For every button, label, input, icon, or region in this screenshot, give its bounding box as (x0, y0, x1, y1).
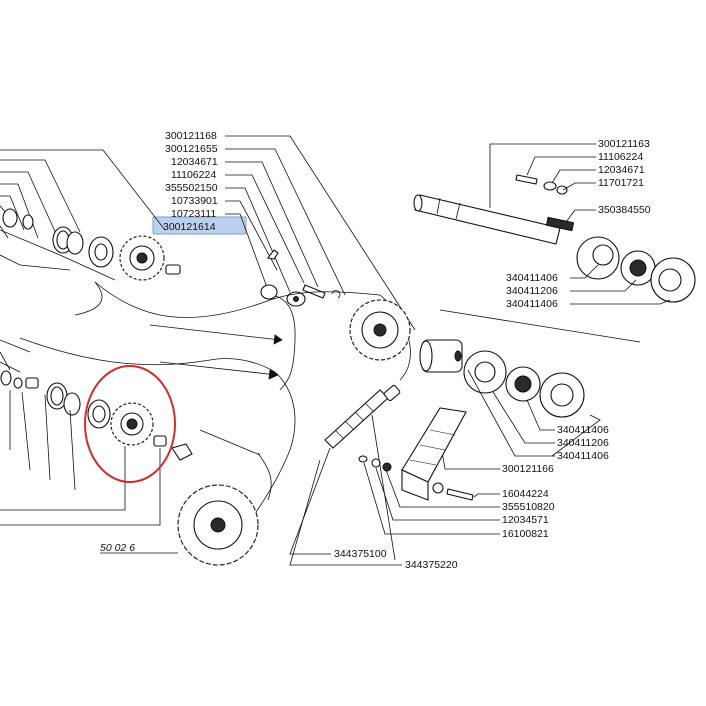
part-label[interactable]: 340411406 (506, 272, 558, 284)
hub-icon (419, 339, 463, 373)
part-label[interactable]: 340411206 (506, 285, 558, 297)
red-circle-annotation (84, 365, 176, 483)
part-label[interactable]: 350384550 (598, 204, 651, 216)
drive-sprocket-icon (349, 299, 411, 361)
bolt-icon (515, 174, 538, 185)
part-label[interactable]: 300121163 (598, 138, 650, 150)
part-label[interactable]: 16044224 (502, 488, 549, 500)
label-highlight (152, 216, 247, 235)
part-label[interactable]: 11701721 (598, 177, 644, 189)
chain-label-group: 344375100 344375220 (334, 548, 458, 571)
part-label[interactable]: 344375100 (334, 548, 387, 560)
cotter-pin-icon (267, 249, 279, 260)
part-label[interactable]: 340411206 (557, 437, 609, 449)
bracket-icon (401, 407, 467, 501)
part-label[interactable]: 355510820 (502, 501, 555, 513)
large-sprocket-icon (177, 484, 259, 566)
part-label[interactable]: 10733901 (171, 195, 218, 207)
bottom-bolt-group (358, 455, 474, 501)
bottom-right-label-column: 16044224 355510820 12034571 16100821 (502, 488, 555, 540)
part-label[interactable]: 340411406 (557, 424, 609, 436)
chain-icon (324, 384, 401, 449)
bolt-icon (446, 488, 474, 501)
upper-left-leaders (0, 149, 166, 239)
left-label-column: 300121168 300121655 12034671 11106224 35… (163, 130, 218, 233)
part-label[interactable]: 12034671 (171, 156, 218, 168)
top-bolt-group (515, 174, 568, 195)
bearing-cup-lower-icon (463, 350, 585, 418)
lower-left-assembly (0, 339, 193, 526)
shaft-icon (413, 194, 575, 245)
chain-leaders (289, 414, 402, 566)
bushing-icon (260, 284, 278, 300)
part-label[interactable]: 11106224 (598, 151, 643, 163)
part-label[interactable]: 300121168 (165, 130, 217, 142)
part-label[interactable]: 12034671 (598, 164, 645, 176)
pin-icon (153, 435, 167, 447)
mid-right-label-column: 340411406 340411206 340411406 (506, 272, 558, 310)
part-label[interactable]: 355502150 (165, 182, 218, 194)
pin-icon (165, 264, 181, 275)
nut-icon (171, 443, 193, 461)
part-label[interactable]: 300121655 (165, 143, 218, 155)
key-icon (545, 216, 575, 232)
part-label-highlighted[interactable]: 300121614 (163, 221, 216, 233)
part-label[interactable]: 344375220 (405, 559, 458, 571)
bottom-right-leaders (363, 462, 500, 535)
left-leader-lines (225, 135, 416, 331)
part-label[interactable]: 16100821 (502, 528, 549, 540)
lower-right-label-column: 340411406 340411206 340411406 300121166 (502, 424, 609, 475)
upper-left-assembly (0, 208, 341, 307)
part-label[interactable]: 11106224 (171, 169, 216, 181)
bolt-icon (302, 284, 326, 299)
part-label[interactable]: 10723111 (171, 208, 216, 220)
bearing-cup-upper-icon (576, 236, 696, 303)
top-right-label-column: 300121163 11106224 12034671 11701721 350… (598, 138, 651, 216)
part-label[interactable]: 300121166 (502, 463, 554, 475)
part-label[interactable]: 340411406 (506, 298, 558, 310)
mid-right-leaders (439, 264, 671, 343)
part-label[interactable]: 340411406 (557, 450, 609, 462)
part-label[interactable]: 12034571 (502, 514, 549, 526)
top-right-leaders (489, 143, 596, 223)
drawing-reference: 50 02 6 (100, 542, 135, 554)
